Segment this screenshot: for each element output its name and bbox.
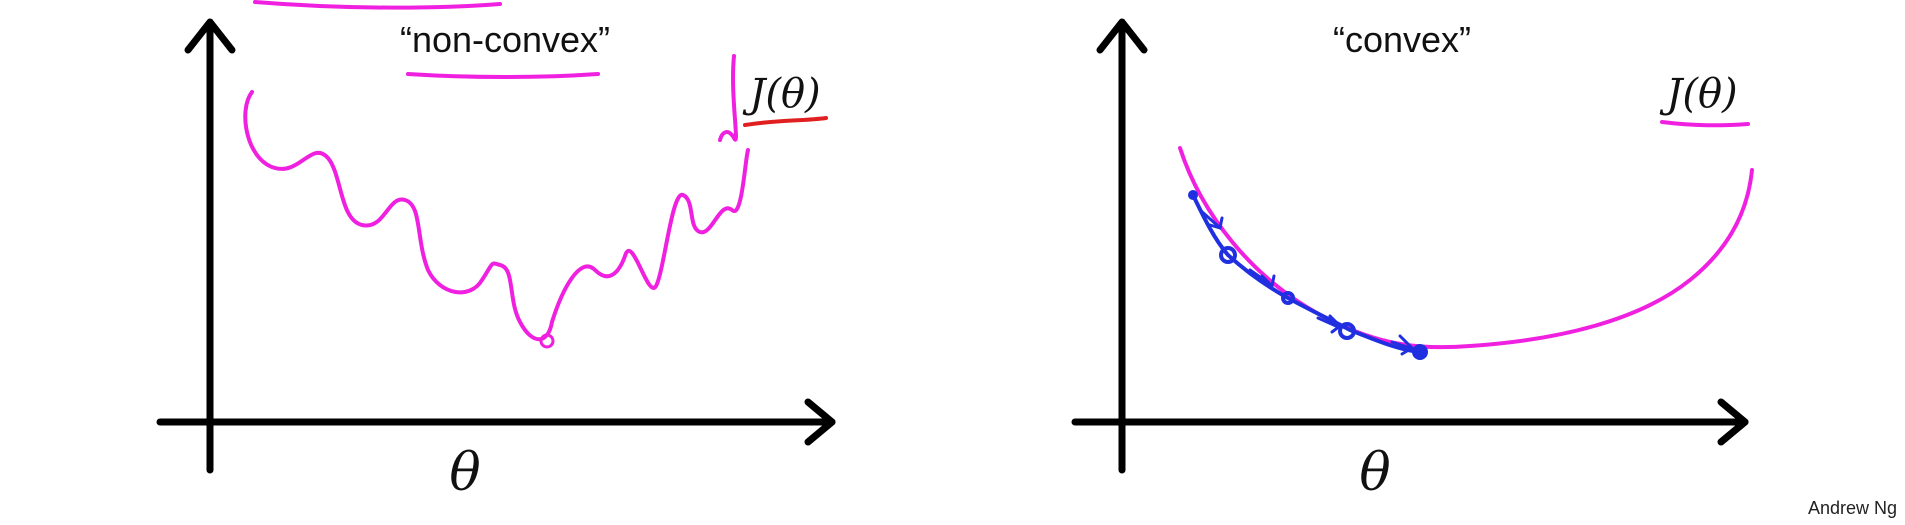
descent-step-marker (1338, 322, 1356, 340)
descent-arrow-tick (1390, 334, 1415, 356)
right-title: “convex” (1333, 19, 1471, 60)
left-ylabel-underline (743, 116, 828, 127)
right-x-axis-arrowhead (1717, 398, 1749, 446)
left-panel: “non-convex” J(θ) θ (156, 18, 836, 503)
right-ylabel: J(θ) (1659, 71, 1737, 117)
left-xlabel: θ (449, 443, 480, 503)
descent-step-marker (1188, 190, 1198, 200)
descent-step-marker (1281, 291, 1295, 305)
left-title: “non-convex” (400, 19, 610, 60)
right-ylabel-underline (1660, 120, 1750, 128)
left-y-axis-arrowhead (184, 18, 236, 54)
right-panel: “convex” J(θ) θ (1071, 18, 1754, 503)
local-minimum-marker (539, 333, 555, 349)
right-xlabel: θ (1359, 443, 1390, 503)
left-x-axis-arrowhead (804, 398, 836, 446)
gradient-descent-path (1188, 190, 1428, 360)
descent-step-marker (1412, 344, 1428, 360)
descent-arrow-tick (1316, 314, 1343, 334)
right-y-axis-arrowhead (1096, 18, 1148, 54)
descent-line (1191, 193, 1422, 354)
left-ylabel: J(θ) (742, 71, 820, 117)
descent-step-marker (1219, 246, 1237, 264)
top-scribble (253, 0, 502, 10)
nonconvex-curve-right-edge (718, 54, 738, 142)
left-title-underline (406, 72, 600, 79)
convex-curve (1178, 146, 1754, 350)
descent-arrow-tick (1198, 208, 1224, 230)
author-credit: Andrew Ng (1807, 498, 1897, 518)
nonconvex-curve (243, 90, 750, 342)
descent-arrow-tick (1248, 268, 1276, 290)
